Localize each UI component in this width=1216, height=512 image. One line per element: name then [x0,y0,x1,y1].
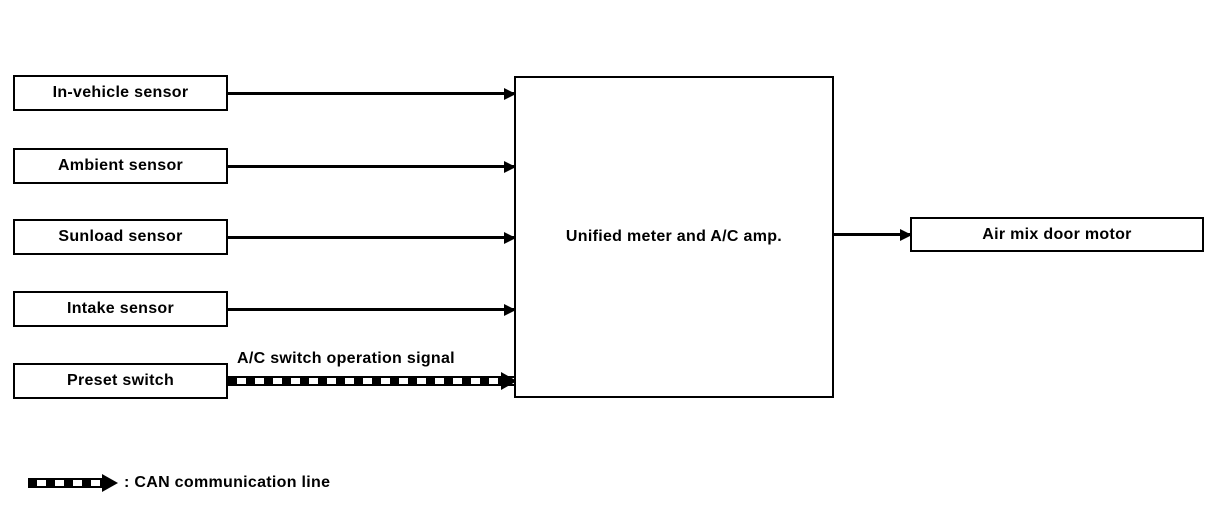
arrow-in-vehicle-sensor-to-amp [228,92,514,95]
box-sunload-sensor: Sunload sensor [13,219,228,255]
box-air-mix-door-motor: Air mix door motor [910,217,1204,252]
box-in-vehicle-sensor-label: In-vehicle sensor [52,84,189,101]
box-unified-meter-ac-amp: Unified meter and A/C amp. [514,76,834,398]
legend-label: : CAN communication line [124,474,331,491]
box-preset-switch: Preset switch [13,363,228,399]
box-ambient-sensor: Ambient sensor [13,148,228,184]
arrow-intake-sensor-to-amp [228,308,514,311]
box-intake-sensor-label: Intake sensor [66,300,175,317]
can-signal-label: A/C switch operation signal [237,350,455,367]
box-ambient-sensor-label: Ambient sensor [57,157,184,174]
box-preset-switch-label: Preset switch [66,372,175,389]
arrow-ambient-sensor-to-amp [228,165,514,168]
box-intake-sensor: Intake sensor [13,291,228,327]
arrow-sunload-sensor-to-amp [228,236,514,239]
arrow-amp-to-air-mix-door-motor [834,233,910,236]
box-unified-meter-ac-amp-label: Unified meter and A/C amp. [565,228,783,245]
box-air-mix-door-motor-label: Air mix door motor [982,225,1132,243]
box-sunload-sensor-label: Sunload sensor [58,228,183,245]
legend: : CAN communication line [28,474,330,492]
box-in-vehicle-sensor: In-vehicle sensor [13,75,228,111]
can-line-legend-icon [28,478,102,488]
can-arrow-preset-switch-to-amp [228,376,514,386]
